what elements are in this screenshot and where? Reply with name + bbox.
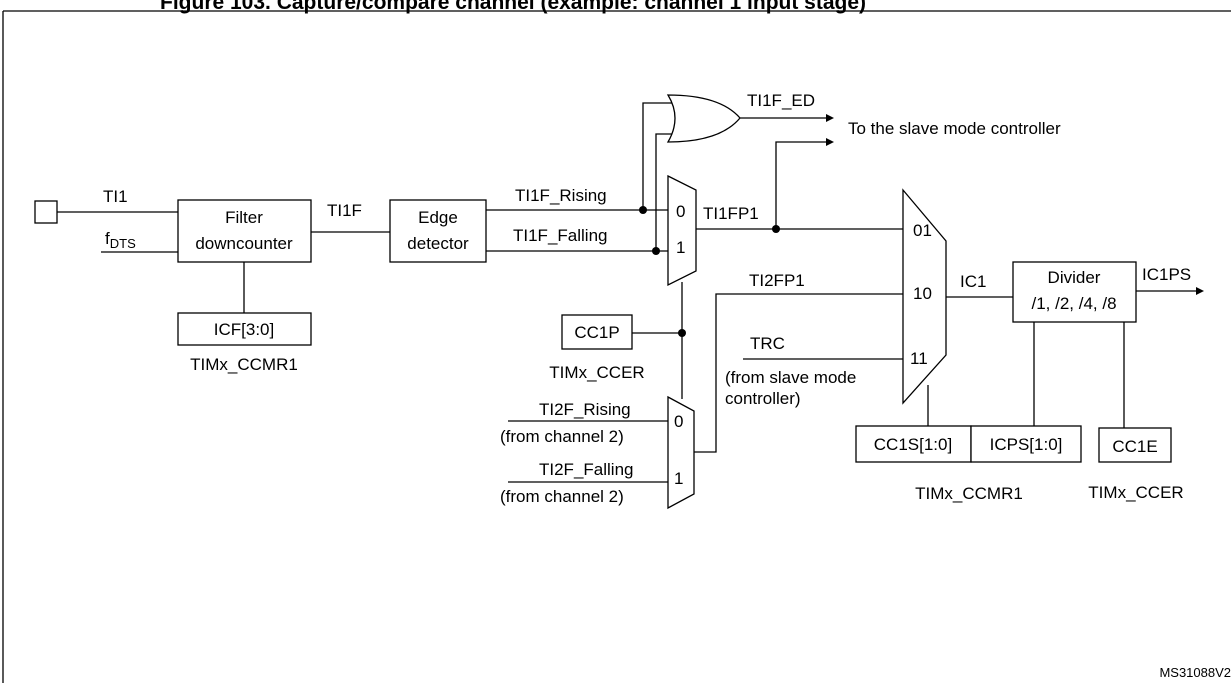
ti1-input-pin: [34, 200, 58, 224]
wire-rising-to-or: [642, 102, 676, 210]
label-ti1fp1: TI1FP1: [703, 204, 759, 223]
cc1s-register-block: [855, 425, 972, 463]
filter-label-2: downcounter: [195, 234, 293, 253]
label-trc-note-2: controller): [725, 389, 801, 408]
mux2-in1: 1: [674, 469, 683, 488]
divider-block: [1012, 261, 1137, 323]
mux-polarity: [667, 174, 697, 287]
diagram-id: MS31088V2: [1159, 665, 1231, 680]
filter-label-1: Filter: [225, 208, 263, 227]
label-trc: TRC: [750, 334, 785, 353]
mux-ic1-select: [902, 188, 947, 405]
cc1p-label: CC1P: [574, 323, 619, 342]
edge-label-1: Edge: [418, 208, 458, 227]
cc1s-label: CC1S[1:0]: [874, 435, 952, 454]
mux-channel2: [667, 395, 695, 510]
label-ti2fp1: TI2FP1: [749, 271, 805, 290]
edge-label-2: detector: [407, 234, 469, 253]
label-ti1: TI1: [103, 187, 128, 206]
cc1e-register-block: [1098, 427, 1172, 463]
arrow-to-slave: [826, 138, 834, 146]
timx-ccmr1-label-b: TIMx_CCMR1: [915, 484, 1023, 503]
icps-register-block: [970, 425, 1082, 463]
timx-ccmr1-label-a: TIMx_CCMR1: [190, 355, 298, 374]
label-ti2f-rising: TI2F_Rising: [539, 400, 631, 419]
mux1-in1: 1: [676, 238, 685, 257]
icps-label: ICPS[1:0]: [990, 435, 1063, 454]
label-ti1f-falling: TI1F_Falling: [513, 226, 607, 245]
label-fdts: fDTS: [105, 229, 136, 251]
filter-downcounter-block: [177, 199, 312, 263]
icf-register-block: [177, 312, 312, 346]
icf-label: ICF[3:0]: [214, 320, 274, 339]
arrow-ic1ps: [1196, 287, 1204, 295]
label-to-slave: To the slave mode controller: [848, 119, 1061, 138]
mux3-in01: 01: [913, 221, 932, 240]
label-ic1ps: IC1PS: [1142, 265, 1191, 284]
divider-label-2: /1, /2, /4, /8: [1031, 294, 1116, 313]
label-ti1f-ed: TI1F_ED: [747, 91, 815, 110]
label-ic1: IC1: [960, 272, 986, 291]
label-from-ch2-b: (from channel 2): [500, 487, 624, 506]
divider-label-1: Divider: [1048, 268, 1101, 287]
mux3-in10: 10: [913, 284, 932, 303]
label-ti1f-rising: TI1F_Rising: [515, 186, 607, 205]
wire-to-slave: [775, 141, 826, 229]
timx-ccer-label-b: TIMx_CCER: [1088, 483, 1183, 502]
label-ti1f: TI1F: [327, 201, 362, 220]
label-trc-note-1: (from slave mode: [725, 368, 856, 387]
edge-detector-block: [389, 199, 487, 263]
label-from-ch2-a: (from channel 2): [500, 427, 624, 446]
mux2-in0: 0: [674, 412, 683, 431]
timx-ccer-label-a: TIMx_CCER: [549, 363, 644, 382]
mux1-in0: 0: [676, 202, 685, 221]
or-gate: [666, 94, 741, 143]
label-ti2f-falling: TI2F_Falling: [539, 460, 633, 479]
cc1e-label: CC1E: [1112, 437, 1157, 456]
wire-falling-to-or: [655, 133, 676, 251]
cc1p-register-block: [561, 314, 633, 350]
mux3-in11: 11: [910, 349, 928, 368]
arrow-ti1f-ed: [826, 114, 834, 122]
wire-ti2fp1: [694, 293, 903, 453]
